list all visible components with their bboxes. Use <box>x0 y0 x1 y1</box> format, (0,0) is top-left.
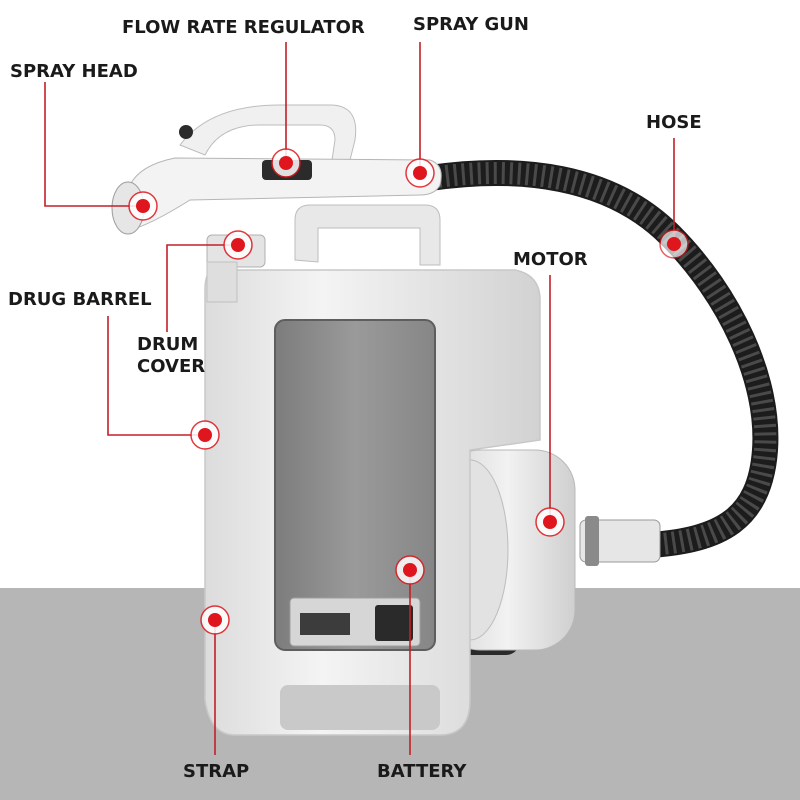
marker-battery <box>396 556 424 584</box>
marker-flow-regulator <box>272 149 300 177</box>
pipe-clamp <box>585 516 599 566</box>
label-drum-cover: DRUM COVER <box>137 334 205 378</box>
label-strap: STRAP <box>183 761 249 783</box>
label-hose: HOSE <box>646 112 702 134</box>
label-spray-head: SPRAY HEAD <box>10 61 138 83</box>
label-battery: BATTERY <box>377 761 466 783</box>
marker-strap <box>201 606 229 634</box>
label-flow-rate-regulator: FLOW RATE REGULATOR <box>122 17 365 39</box>
label-drug-barrel: DRUG BARREL <box>8 289 152 311</box>
battery-lcd <box>300 613 350 635</box>
label-drum-cover-line2: COVER <box>137 356 205 378</box>
label-drum-cover-line1: DRUM <box>137 334 205 356</box>
marker-drug-barrel <box>191 421 219 449</box>
marker-spray-gun <box>406 159 434 187</box>
tank-base <box>280 685 440 730</box>
marker-drum-cover <box>224 231 252 259</box>
marker-hose <box>660 230 688 258</box>
label-motor: MOTOR <box>513 249 588 271</box>
marker-motor <box>536 508 564 536</box>
marker-spray-head <box>129 192 157 220</box>
battery-switch <box>375 605 413 641</box>
label-spray-gun: SPRAY GUN <box>413 14 529 36</box>
drum-neck <box>207 262 237 302</box>
